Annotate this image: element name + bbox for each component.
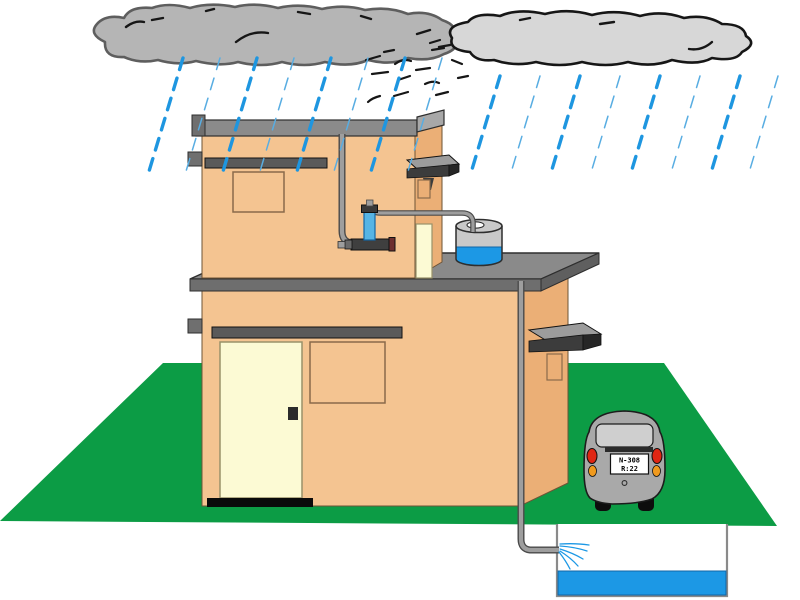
wall-downpipe (518, 281, 559, 553)
filter-left-collar (344, 239, 353, 250)
second-floor-awning (204, 157, 328, 169)
filter-body-horizontal (350, 238, 390, 251)
rain-streak (710, 74, 742, 172)
deck-side-fascia (540, 252, 600, 292)
first-flush-filter (337, 199, 396, 252)
second-floor-wall-vent-block (187, 151, 203, 167)
rain-streak (630, 74, 662, 172)
cloud-dark-sketch-marks (124, 7, 452, 49)
second-floor-roof-cap-left (191, 114, 206, 137)
car-taillight-right (651, 448, 663, 464)
tank-plumbing (517, 281, 590, 570)
car: N-308 R:22 (583, 410, 666, 511)
rain-streak (749, 75, 779, 171)
rain-right (470, 74, 779, 172)
rain-streak (295, 56, 333, 172)
car-indicator-right (652, 465, 661, 477)
cloud-light-sketch-marks (518, 16, 714, 51)
terrace-door (415, 223, 433, 279)
filter-riser-stub (366, 199, 374, 207)
first-floor-balcony-side (582, 333, 602, 351)
collection-barrel (455, 218, 503, 267)
license-plate-line2: R:22 (621, 465, 638, 473)
car-bumper-strip (605, 447, 653, 452)
first-floor-wall-vent-block (187, 318, 203, 334)
filter-left-tip (337, 241, 346, 249)
underground-tank (555, 524, 729, 598)
barrel-water (455, 246, 503, 266)
filter-riser-tube (363, 211, 376, 241)
first-floor-awning (211, 326, 403, 339)
rain-streak (147, 56, 185, 172)
barrel-outline (455, 226, 503, 267)
rain-left (147, 56, 443, 172)
rain-streak (470, 74, 502, 172)
rain-cloud-dark (92, 3, 457, 67)
car-indicator-left (588, 465, 597, 477)
car-taillight-left (586, 448, 598, 464)
rain-streak (550, 74, 582, 172)
license-plate (609, 453, 650, 475)
rain-streak (221, 56, 259, 172)
car-rear-window (595, 423, 654, 448)
rain-streak (511, 75, 541, 171)
rain-cloud-light (448, 9, 753, 67)
car-emblem (621, 480, 628, 486)
filter-end-cap (388, 237, 396, 252)
sky (92, 3, 753, 104)
rain-streak (671, 75, 701, 171)
underground-tank-water (557, 570, 727, 596)
first-floor-side-wall (519, 265, 569, 507)
house-second-floor (187, 109, 461, 279)
rain-streak (591, 75, 621, 171)
door-threshold (207, 498, 313, 507)
first-floor-side-window (546, 353, 563, 381)
water-spray (558, 543, 590, 570)
second-floor-front-window (232, 171, 285, 213)
door-knob (288, 407, 298, 420)
second-floor-balcony-side (448, 163, 460, 177)
first-floor-front-window (309, 341, 386, 404)
second-floor-roof-cap-right (416, 109, 445, 133)
house-first-floor (187, 265, 603, 507)
license-plate-line1: N-308 (619, 457, 640, 465)
roof-plumbing (337, 134, 503, 267)
deck-front-fascia (189, 278, 542, 292)
second-floor-side-window (417, 179, 431, 199)
rain-streak (369, 56, 407, 172)
